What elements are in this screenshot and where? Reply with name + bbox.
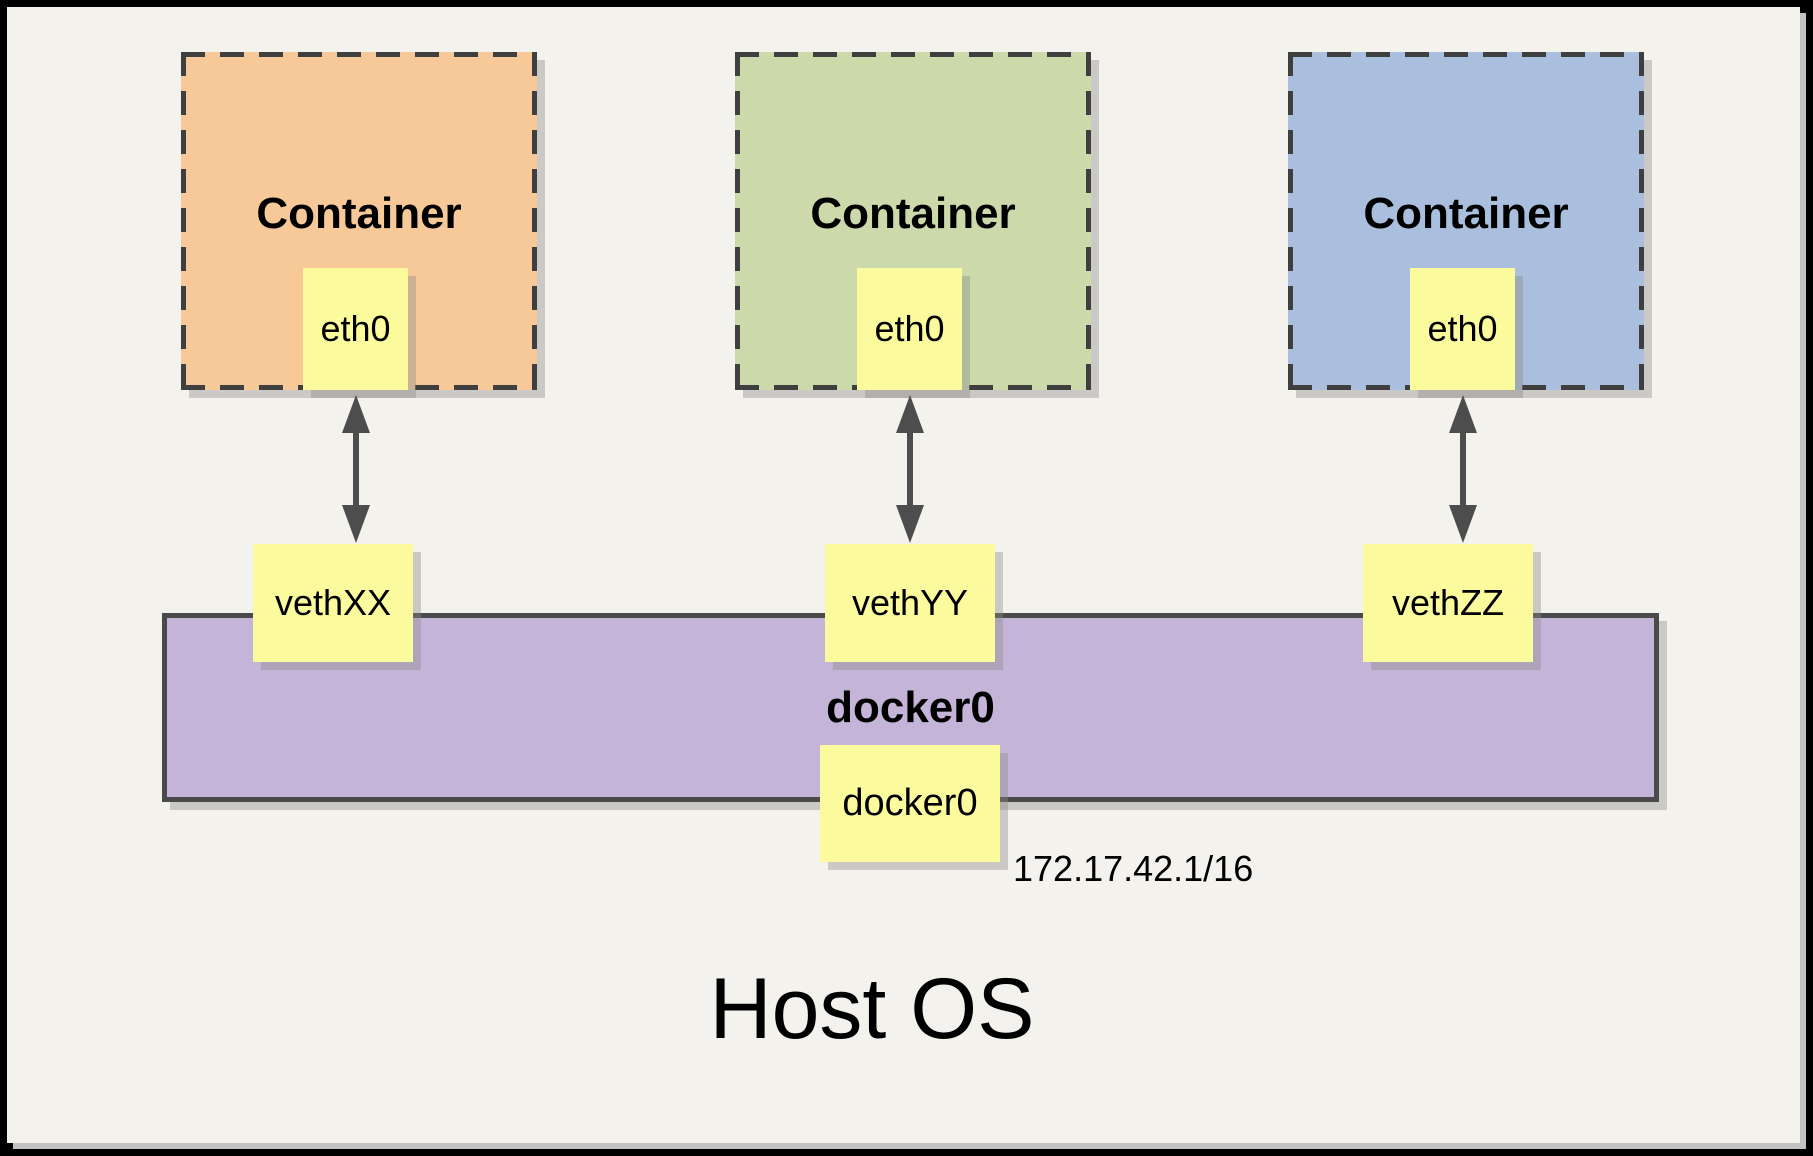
container-box-orange: Container eth0 [181, 52, 537, 390]
vethxx-box: vethXX [253, 544, 413, 662]
eth0-interface-box: eth0 [303, 268, 408, 390]
container-box-green: Container eth0 [735, 52, 1091, 390]
eth0-interface-box: eth0 [857, 268, 962, 390]
container-label: Container [810, 189, 1016, 238]
host-os-sheet: Container eth0 Container eth0 Container … [7, 7, 1800, 1143]
docker0-bridge-title: docker0 [826, 682, 995, 732]
double-arrow-icon [1449, 395, 1477, 543]
vethzz-box: vethZZ [1363, 544, 1533, 662]
bridge-ip-label: 172.17.42.1/16 [1013, 848, 1254, 889]
container-label: Container [256, 189, 462, 238]
docker0-interface-box: docker0 [820, 745, 1000, 862]
vethyy-box: vethYY [825, 544, 995, 662]
double-arrow-icon [896, 395, 924, 543]
container-label: Container [1363, 189, 1569, 238]
container-box-blue: Container eth0 [1288, 52, 1644, 390]
double-arrow-icon [342, 395, 370, 543]
host-os-label: Host OS [709, 961, 1035, 1057]
eth0-interface-box: eth0 [1410, 268, 1515, 390]
